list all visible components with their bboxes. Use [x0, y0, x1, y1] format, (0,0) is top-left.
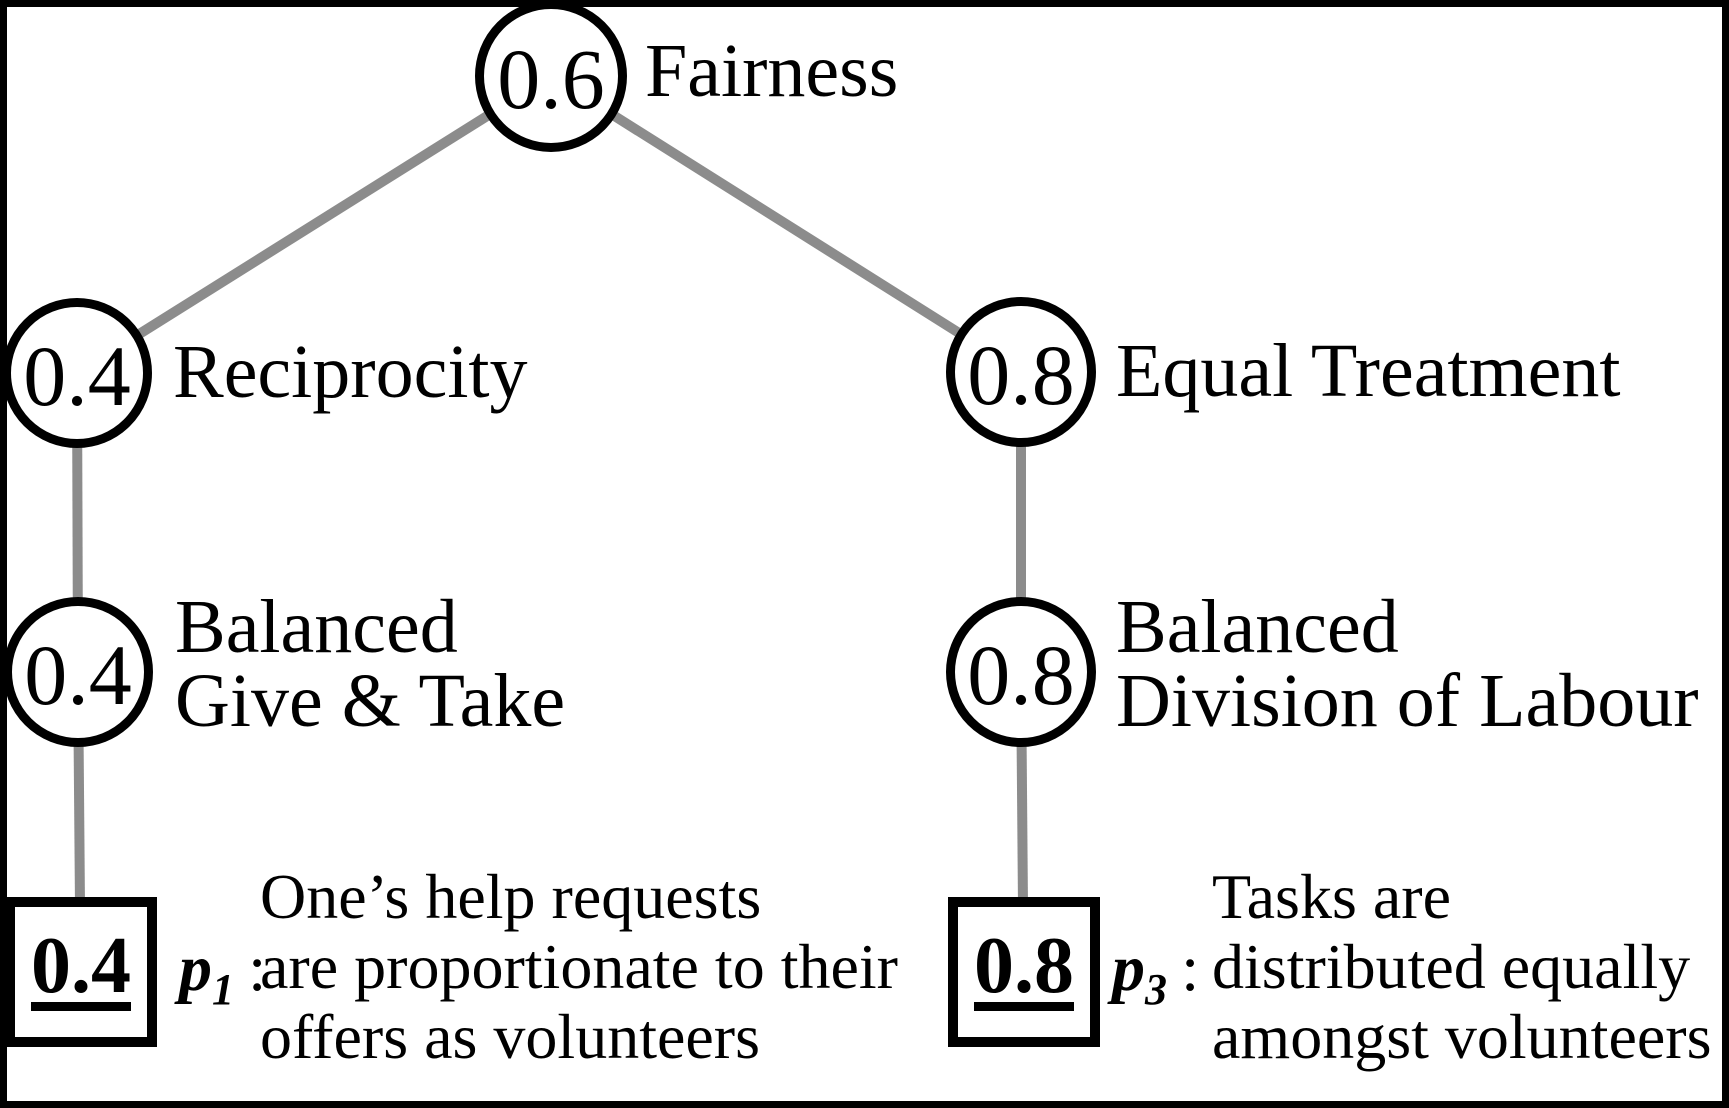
node-give-take-label-line2: Give & Take	[175, 659, 566, 743]
node-give-take-label-line1: Balanced	[175, 585, 458, 669]
node-division-label: Balanced Division of Labour	[1116, 585, 1699, 743]
leaf-p3-description-line1: Tasks are	[1212, 861, 1451, 932]
node-equal-treatment-label: Equal Treatment	[1116, 329, 1621, 413]
edge-fairness-equal-treatment	[548, 71, 1024, 377]
leaf-p1-weight: 0.4	[31, 922, 131, 1010]
node-give-take-label: Balanced Give & Take	[175, 585, 566, 743]
node-equal-treatment-circle: 0.8	[946, 297, 1096, 447]
leaf-p3-symbol-label: p3:	[1112, 934, 1199, 1025]
leaf-p1-description-line3: offers as volunteers	[260, 1001, 760, 1072]
leaf-p3-weight: 0.8	[974, 922, 1074, 1010]
node-division-weight: 0.8	[967, 627, 1075, 723]
node-division-label-line2: Division of Labour	[1116, 659, 1699, 743]
node-division-label-line1: Balanced	[1116, 585, 1399, 669]
leaf-p3-symbol: p	[1112, 932, 1145, 1005]
leaf-p1-subscript: 1	[212, 965, 234, 1014]
node-reciprocity-label: Reciprocity	[173, 330, 528, 414]
node-fairness-label: Fairness	[645, 29, 899, 113]
node-give-take-weight: 0.4	[24, 627, 132, 723]
leaf-p3-description-line3: amongst volunteers	[1212, 1001, 1712, 1072]
leaf-p3-description: Tasks are distributed equally amongst vo…	[1212, 862, 1711, 1072]
leaf-p3-separator: :	[1181, 932, 1200, 1005]
node-division-circle: 0.8	[946, 597, 1096, 747]
leaf-p3-box: 0.8	[948, 897, 1100, 1047]
leaf-p1-separator: :	[248, 932, 267, 1005]
leaf-p1-box: 0.4	[5, 897, 157, 1047]
leaf-p1-description-line2: are proportionate to their	[260, 931, 898, 1002]
leaf-p1-description-line1: One’s help requests	[260, 861, 762, 932]
leaf-p1-symbol: p	[179, 932, 212, 1005]
edge-fairness-reciprocity	[74, 71, 554, 378]
node-give-take-circle: 0.4	[3, 597, 153, 747]
node-reciprocity-circle: 0.4	[2, 298, 152, 448]
node-fairness-circle: 0.6	[475, 0, 627, 152]
leaf-p1-description: One’s help requests are proportionate to…	[260, 862, 898, 1072]
node-reciprocity-weight: 0.4	[23, 328, 131, 424]
node-fairness-weight: 0.6	[497, 31, 605, 127]
leaf-p3-subscript: 3	[1145, 965, 1167, 1014]
leaf-p3-description-line2: distributed equally	[1212, 931, 1691, 1002]
node-equal-treatment-weight: 0.8	[967, 327, 1075, 423]
leaf-p1-symbol-label: p1:	[179, 934, 266, 1025]
